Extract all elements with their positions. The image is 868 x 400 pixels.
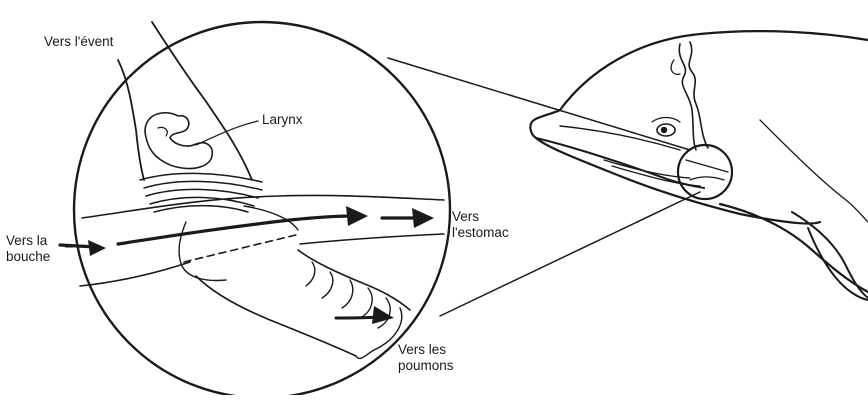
label-lungs: Vers les poumons	[398, 342, 454, 374]
label-mouth-line2: bouche	[6, 249, 50, 265]
label-larynx: Larynx	[262, 112, 303, 128]
dolphin-zoom-detail-2	[690, 177, 724, 180]
dolphin-head	[530, 31, 868, 300]
trachea-upper-wall	[298, 250, 410, 310]
dolphin-belly-outline	[720, 204, 868, 292]
magnifier-circle	[74, 22, 450, 395]
magnified-throat-view	[60, 22, 450, 395]
esophagus-lower-wall	[300, 234, 444, 244]
dolphin-pectoral-fin-top	[792, 212, 868, 298]
blowhole-passage-right	[152, 22, 252, 180]
label-mouth: Vers la bouche	[6, 233, 50, 265]
label-blowhole-text: Vers l'évent	[44, 34, 113, 50]
dolphin-nasal-passage-right	[689, 42, 708, 148]
food-flow-arrows	[60, 216, 418, 247]
label-mouth-line1: Vers la	[6, 233, 50, 249]
label-stomach-line1: Vers	[452, 209, 509, 225]
dolphin-rostrum-top	[530, 110, 560, 138]
trachea-rings	[306, 262, 402, 358]
epiglottis-dashed	[184, 234, 300, 262]
label-lungs-line1: Vers les	[398, 342, 454, 358]
label-stomach-line2: l'estomac	[452, 225, 509, 241]
dolphin-melon-outline	[560, 31, 868, 110]
label-stomach: Vers l'estomac	[452, 209, 509, 241]
air-flow-arrow	[336, 317, 378, 318]
dolphin-flank-line	[760, 120, 868, 222]
trachea-lower-wall	[196, 276, 356, 356]
pharynx-lower-wall	[80, 262, 190, 286]
larynx-detail	[158, 127, 167, 136]
label-lungs-line2: poumons	[398, 358, 454, 374]
label-larynx-text: Larynx	[262, 112, 303, 128]
dolphin-zoom-circle	[678, 145, 732, 199]
dolphin-zoom-detail	[686, 160, 728, 172]
dolphin-lower-jaw	[536, 138, 820, 224]
zoom-connector-lines	[388, 58, 700, 316]
dolphin-eye-brow	[652, 118, 680, 123]
dolphin-nasal-curl	[671, 60, 680, 74]
pharynx-upper-wall	[82, 195, 444, 218]
larynx-shape	[145, 113, 212, 169]
dolphin-pupil	[661, 127, 667, 133]
blowhole-passage-left	[118, 60, 144, 180]
larynx-body-right	[244, 206, 298, 230]
label-blowhole: Vers l'évent	[44, 34, 113, 50]
